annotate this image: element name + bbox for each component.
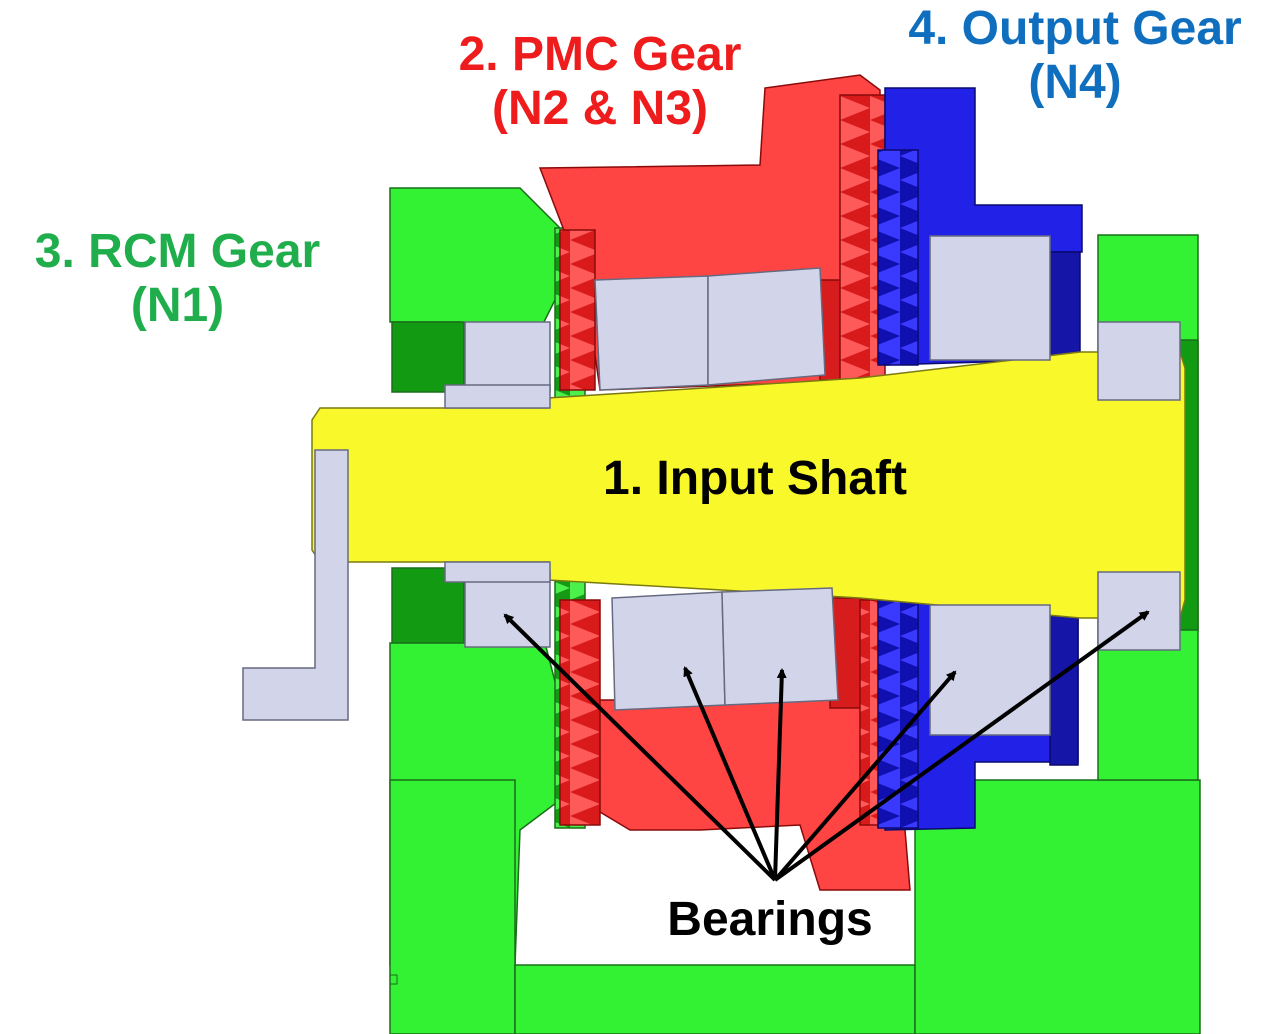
bearing-pmc-top-right (707, 267, 826, 386)
rcm-gear-label-line2: (N1) (130, 278, 225, 332)
arrow-to-pmc-bearing-right (773, 668, 787, 881)
bearing-rcm-bottom-lip (444, 561, 551, 583)
arrow-to-right-bearing (773, 610, 1150, 882)
pmc-teeth-lower-left (559, 599, 601, 826)
pmc-gear-label-line1: 2. PMC Gear (458, 28, 742, 81)
bearing-output-top (929, 235, 1051, 361)
crank-handle (242, 449, 349, 721)
output-gear-lower-dark (1049, 614, 1079, 766)
bearing-rcm-bottom (464, 571, 551, 648)
arrow-to-output-bearing (773, 670, 957, 882)
rcm-housing-foot (389, 779, 516, 1034)
bearing-pmc-top-left (594, 275, 709, 391)
pmc-gear-label: 2. PMC Gear (N2 & N3) (420, 28, 780, 136)
pmc-gear-label-line2: (N2 & N3) (491, 81, 709, 135)
rcm-gear-label: 3. RCM Gear (N1) (0, 225, 355, 333)
bearings-label: Bearings (667, 893, 873, 946)
rcm-housing-base (514, 964, 916, 1034)
output-gear-label: 4. Output Gear (N4) (880, 2, 1270, 110)
bearing-right-top (1097, 321, 1181, 401)
output-gear-label-line1: 4. Output Gear (908, 2, 1242, 55)
output-gear-label-line2: (N4) (1028, 55, 1122, 109)
bearing-leader-arrows (503, 610, 1150, 882)
bearing-rcm-top-lip (444, 384, 551, 409)
rcm-gear-label-line1: 3. RCM Gear (34, 225, 321, 278)
bearing-pmc-bottom-right (721, 587, 839, 706)
small-marker (389, 974, 398, 985)
rcm-housing-inner-dark-top (391, 321, 465, 393)
bearing-output-bottom (929, 604, 1051, 736)
pmc-teeth-upper-left (559, 229, 596, 391)
arrow-to-pmc-bearing-left (683, 666, 777, 881)
output-teeth-upper (877, 149, 919, 366)
input-shaft-label: 1. Input Shaft (603, 452, 907, 505)
bearing-pmc-bottom-left (611, 591, 726, 711)
output-gear-upper-dark (1049, 251, 1081, 363)
rcm-housing-top-left (389, 187, 561, 331)
arrow-to-rcm-bearing (503, 613, 777, 882)
bearing-rcm-top (464, 321, 551, 393)
